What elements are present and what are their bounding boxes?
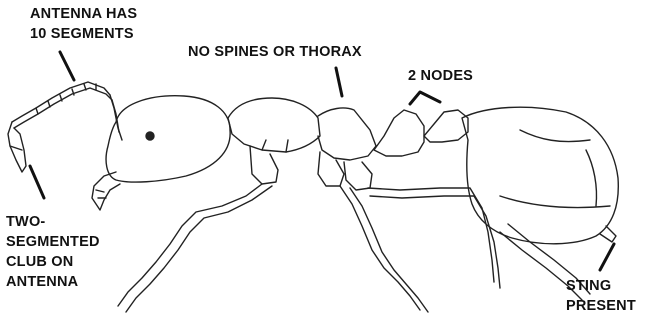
label-two-nodes: 2 NODES [408, 66, 473, 86]
label-sting-line-1: STING [566, 276, 636, 296]
label-no-spines-line-1: NO SPINES OR THORAX [188, 42, 362, 62]
thorax-drawing [228, 98, 376, 190]
label-club-line-2: SEGMENTED [6, 232, 100, 252]
pointer-club [30, 166, 44, 198]
pointer-no-spines [336, 68, 342, 96]
label-club-line-1: TWO- [6, 212, 100, 232]
head-drawing [92, 96, 230, 210]
pointer-antenna-segments [60, 52, 74, 80]
label-club-line-4: ANTENNA [6, 272, 100, 292]
label-no-spines: NO SPINES OR THORAX [188, 42, 362, 62]
nodes-drawing [374, 110, 468, 156]
antenna-drawing [8, 82, 122, 172]
pointer-two-nodes [410, 92, 440, 104]
pointer-lines [30, 52, 614, 270]
legs-drawing [118, 184, 590, 312]
label-two-nodes-line-1: 2 NODES [408, 66, 473, 86]
label-sting: STING PRESENT [566, 276, 636, 316]
label-club-line-3: CLUB ON [6, 252, 100, 272]
label-antenna-segments-line-1: ANTENNA HAS [30, 4, 137, 24]
pointer-sting [600, 244, 614, 270]
label-sting-line-2: PRESENT [566, 296, 636, 316]
label-club: TWO- SEGMENTED CLUB ON ANTENNA [6, 212, 100, 292]
label-antenna-segments-line-2: 10 SEGMENTS [30, 24, 137, 44]
label-antenna-segments: ANTENNA HAS 10 SEGMENTS [30, 4, 137, 44]
